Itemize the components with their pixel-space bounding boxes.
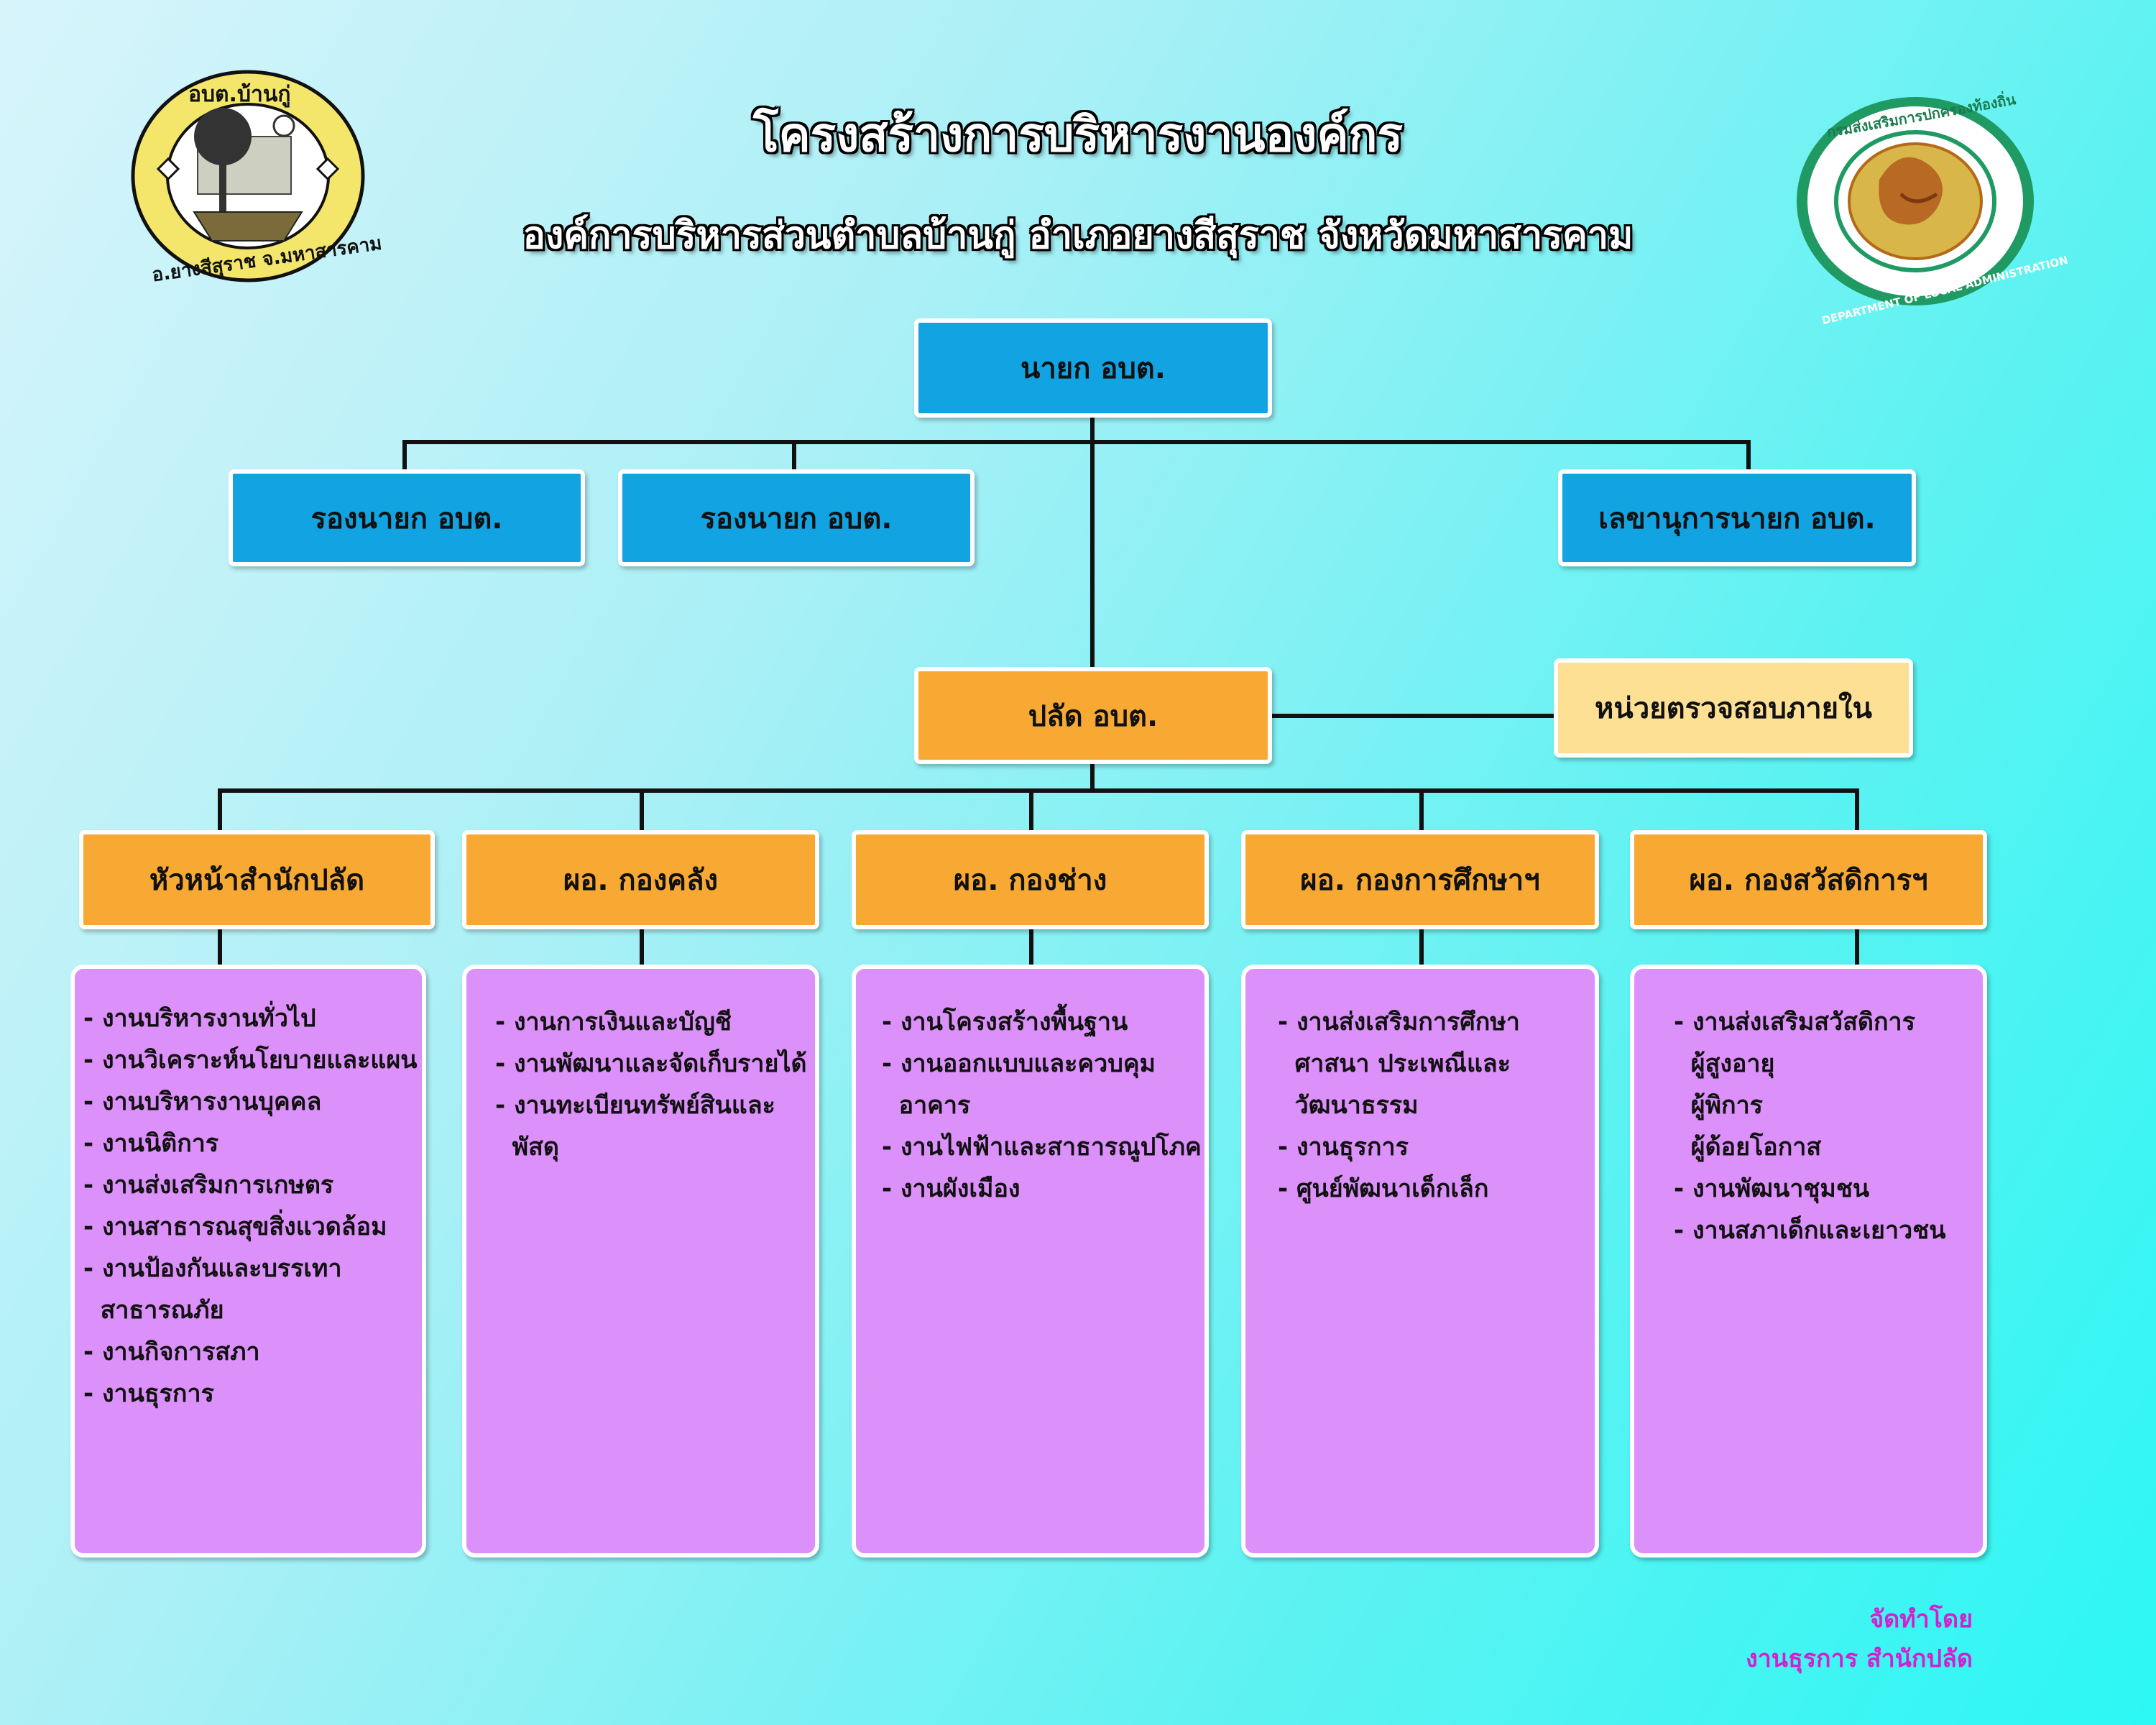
clerk-label: ปลัด อบต. [1028, 699, 1158, 733]
sao-seal-top-text: อบต.บ้านกู่ [188, 82, 291, 107]
page-title: โครงสร้างการบริหารงานองค์กร [753, 107, 1403, 162]
task-item: - งานกิจการสภา [83, 1338, 260, 1366]
deputy-mayor-box-2: รองนายก อบต. [618, 469, 975, 566]
connector-task4 [1419, 929, 1424, 965]
task-list-1: - งานบริหารงานทั่วไป - งานวิเคราะห์นโยบา… [83, 998, 417, 1414]
task-item: วัฒนาธรรม [1278, 1091, 1419, 1120]
connector-div1 [218, 788, 222, 830]
division-box-5: ผอ. กองสวัสดิการฯ [1630, 830, 1987, 929]
division-title-1: หัวหน้าสำนักปลัด [149, 864, 365, 897]
division-title-5: ผอ. กองสวัสดิการฯ [1689, 864, 1928, 897]
task-list-3: - งานโครงสร้างพื้นฐาน - งานออกแบบและควบค… [882, 1001, 1202, 1210]
task-item: - งานพัฒนาชุมชน [1674, 1174, 1870, 1203]
task-item: พัสดุ [495, 1133, 559, 1162]
task-item: - งานออกแบบและควบคุม [882, 1049, 1156, 1078]
task-item: - งานส่งเสริมการศึกษา [1278, 1008, 1520, 1036]
task-item: - งานป้องกันและบรรเทา [83, 1254, 342, 1283]
task-item: - งานพัฒนาและจัดเก็บรายได้ [495, 1049, 807, 1078]
task-item: อาคาร [882, 1091, 971, 1120]
sao-seal-icon [129, 68, 367, 284]
task-box-1: - งานบริหารงานทั่วไป - งานวิเคราะห์นโยบา… [70, 965, 426, 1558]
page-subtitle: องค์การบริหารส่วนตำบลบ้านกู่ อำเภอยางสีส… [522, 214, 1634, 257]
task-item: - งานนิติการ [83, 1129, 219, 1158]
task-item: - งานไฟฟ้าและสาธารณูปโภค [882, 1133, 1202, 1162]
task-box-2: - งานการเงินและบัญชี - งานพัฒนาและจัดเก็… [462, 965, 819, 1558]
dla-emblem-icon [1793, 93, 2037, 309]
task-box-4: - งานส่งเสริมการศึกษา ศาสนา ประเพณีและ ว… [1241, 965, 1599, 1558]
task-item: - งานสาธารณสุขสิ่งแวดล้อม [83, 1213, 387, 1241]
task-box-3: - งานโครงสร้างพื้นฐาน - งานออกแบบและควบค… [852, 965, 1209, 1558]
connector-deputy2 [792, 440, 796, 470]
connector-secretary [1746, 440, 1751, 470]
task-box-5: - งานส่งเสริมสวัสดิการ ผู้สูงอายุ ผู้พิก… [1630, 965, 1987, 1558]
connector-div2 [640, 788, 644, 830]
deputy-mayor-label-1: รองนายก อบต. [310, 502, 503, 535]
task-list-5: - งานส่งเสริมสวัสดิการ ผู้สูงอายุ ผู้พิก… [1674, 1001, 1945, 1251]
connector-div5 [1855, 788, 1859, 830]
task-item: ผู้ด้อยโอกาส [1674, 1133, 1822, 1162]
connector-divisions-horizontal [218, 788, 1859, 793]
connector-task3 [1029, 929, 1033, 965]
task-item: ผู้พิการ [1674, 1091, 1763, 1120]
secretary-label: เลขานุการนายก อบต. [1598, 502, 1876, 535]
deputy-mayor-label-2: รองนายก อบต. [700, 502, 893, 535]
task-item: - งานธุรการ [1278, 1133, 1409, 1162]
task-item: - งานบริหารงานบุคคล [83, 1087, 322, 1116]
secretary-box: เลขานุการนายก อบต. [1558, 469, 1916, 566]
connector-task5 [1855, 929, 1859, 965]
connector-div4 [1419, 788, 1424, 830]
task-list-4: - งานส่งเสริมการศึกษา ศาสนา ประเพณีและ ว… [1278, 1001, 1520, 1210]
task-item: - งานโครงสร้างพื้นฐาน [882, 1008, 1128, 1036]
task-item: - งานผังเมือง [882, 1174, 1021, 1203]
connector-audit [1272, 714, 1558, 718]
division-box-3: ผอ. กองช่าง [852, 830, 1209, 929]
division-title-3: ผอ. กองช่าง [953, 864, 1107, 897]
task-item: - งานธุรการ [83, 1379, 214, 1408]
division-title-4: ผอ. กองการศึกษาฯ [1300, 864, 1540, 897]
mayor-label: นายก อบต. [1021, 352, 1166, 385]
task-item: - งานส่งเสริมการเกษตร [83, 1171, 334, 1200]
connector-div3 [1029, 788, 1033, 830]
connector-clerk-down [1090, 762, 1095, 792]
internal-audit-box: หน่วยตรวจสอบภายใน [1554, 658, 1913, 758]
division-title-2: ผอ. กองคลัง [563, 864, 719, 897]
division-box-4: ผอ. กองการศึกษาฯ [1241, 830, 1599, 929]
division-box-1: หัวหน้าสำนักปลัด [79, 830, 435, 929]
task-item: ผู้สูงอายุ [1674, 1049, 1775, 1078]
division-box-2: ผอ. กองคลัง [462, 830, 819, 929]
connector-mayor-down [1090, 417, 1095, 668]
credit-line-1: จัดทำโดย [1869, 1605, 1973, 1634]
task-item: - งานการเงินและบัญชี [495, 1008, 732, 1036]
task-item: - งานส่งเสริมสวัสดิการ [1674, 1008, 1915, 1036]
task-item: - ศูนย์พัฒนาเด็กเล็ก [1278, 1174, 1489, 1203]
task-item: - งานทะเบียนทรัพย์สินและ [495, 1091, 775, 1120]
connector-deputy1 [402, 440, 407, 470]
connector-executive-horizontal [402, 440, 1751, 444]
credit-line-2: งานธุรการ สำนักปลัด [1746, 1644, 1973, 1673]
task-item: ศาสนา ประเพณีและ [1278, 1049, 1511, 1078]
task-list-2: - งานการเงินและบัญชี - งานพัฒนาและจัดเก็… [495, 1001, 807, 1168]
connector-task1 [218, 929, 222, 965]
task-item: สาธารณภัย [83, 1296, 224, 1325]
deputy-mayor-box-1: รองนายก อบต. [229, 469, 585, 566]
task-item: - งานบริหารงานทั่วไป [83, 1004, 316, 1033]
clerk-box: ปลัด อบต. [914, 667, 1272, 764]
connector-task2 [640, 929, 644, 965]
task-item: - งานวิเคราะห์นโยบายและแผน [83, 1046, 418, 1075]
internal-audit-label: หน่วยตรวจสอบภายใน [1595, 692, 1872, 725]
mayor-box: นายก อบต. [914, 318, 1272, 418]
task-item: - งานสภาเด็กและเยาวชน [1674, 1216, 1946, 1245]
